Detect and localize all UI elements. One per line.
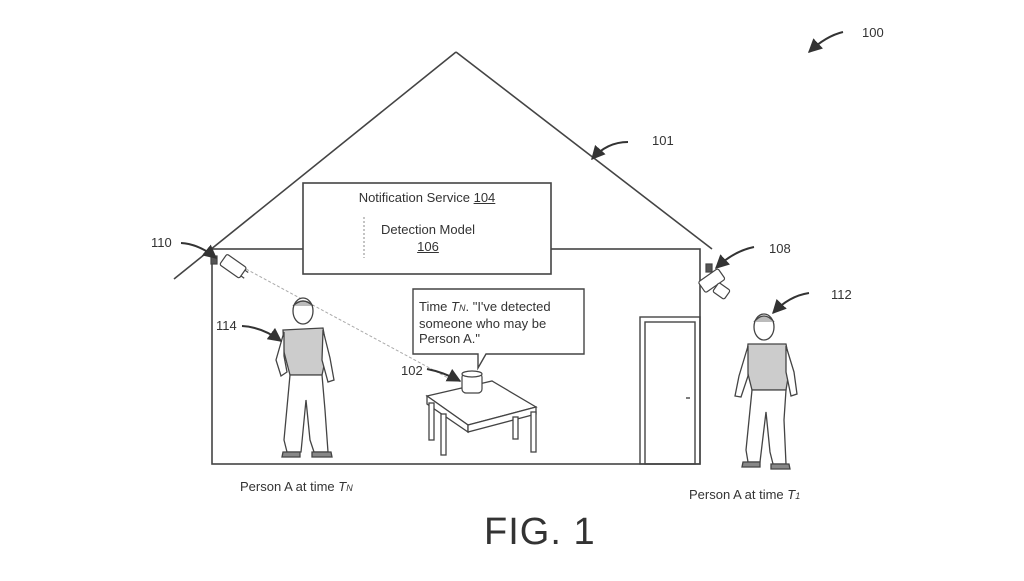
caption-right-prefix: Person A at time	[689, 487, 784, 502]
door	[640, 317, 700, 464]
camera-right-icon	[698, 264, 730, 300]
arrow-100	[809, 32, 843, 52]
caption-right-sub: 1	[795, 491, 800, 501]
arrow-114	[242, 326, 281, 341]
arrow-108	[716, 247, 754, 268]
arrow-102	[427, 369, 460, 381]
caption-left-prefix: Person A at time	[240, 479, 335, 494]
caption-left-sub: N	[346, 483, 353, 493]
caption-right: Person A at time T1	[689, 487, 800, 504]
ref-label-112: 112	[831, 287, 852, 302]
notification-service-label: Notification Service	[359, 190, 470, 205]
ref-label-101: 101	[652, 133, 674, 148]
detection-model-label: Detection Model	[364, 222, 492, 237]
bubble-time-prefix: Time	[419, 299, 447, 314]
figure-title: FIG. 1	[484, 511, 596, 553]
ref-label-108: 108	[769, 241, 791, 256]
speech-bubble-text: Time TN. "I've detected someone who may …	[419, 299, 579, 346]
smart-speaker-icon	[462, 371, 482, 393]
ref-label-114: 114	[216, 318, 237, 333]
ref-label-110: 110	[151, 235, 172, 250]
notification-service-ref: 104	[474, 190, 496, 205]
camera-left-icon	[211, 254, 250, 281]
detection-model-ref: 106	[364, 239, 492, 254]
ref-label-100: 100	[862, 25, 884, 40]
arrow-112	[773, 293, 809, 313]
caption-left: Person A at time TN	[240, 479, 353, 496]
ref-label-102: 102	[401, 363, 423, 378]
table	[427, 381, 536, 455]
arrow-101	[592, 142, 628, 159]
bubble-time-var: T	[451, 299, 459, 314]
person-right-figure	[735, 314, 797, 469]
person-left-figure	[276, 298, 334, 457]
notification-service-title: Notification Service 104	[303, 190, 551, 205]
